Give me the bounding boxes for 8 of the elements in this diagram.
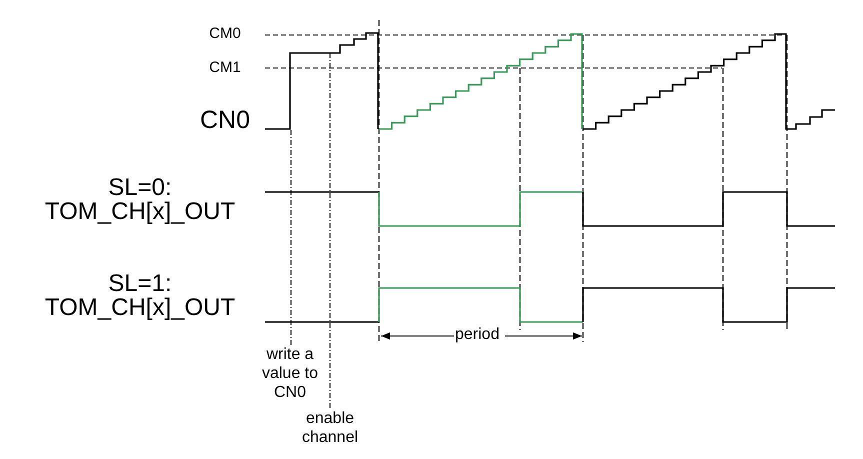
event-label: enable channel bbox=[300, 409, 360, 448]
signal-label: SL=0: TOM_CH[x]_OUT bbox=[44, 176, 236, 224]
event-label: write a value to CN0 bbox=[260, 345, 320, 403]
axis-label: CM1 bbox=[208, 59, 242, 77]
axis-label: CM0 bbox=[208, 25, 242, 43]
dimension-label: period bbox=[455, 326, 500, 344]
signal-label: SL=1: TOM_CH[x]_OUT bbox=[44, 272, 236, 320]
signal-label: CN0 bbox=[198, 105, 251, 135]
